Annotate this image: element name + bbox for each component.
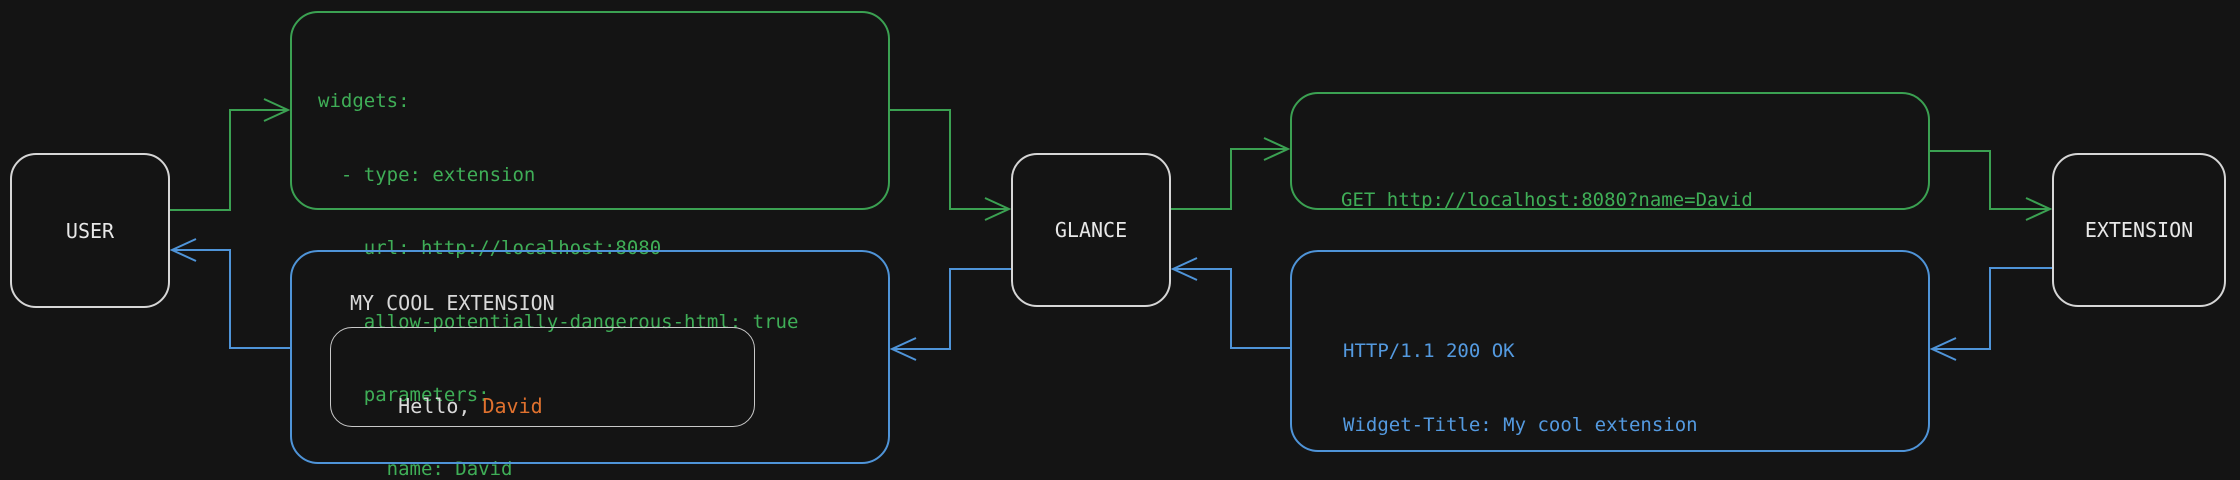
code-line: HTTP/1.1 200 OK xyxy=(1343,340,1515,362)
node-user: USER xyxy=(10,153,170,308)
http-response-text: HTTP/1.1 200 OK Widget-Title: My cool ex… xyxy=(1343,290,1881,480)
widget-greeting: Hello, David xyxy=(350,367,543,445)
arrow-glance-to-widget xyxy=(889,268,1011,361)
code-line: url: http://localhost:8080 xyxy=(318,237,662,259)
node-extension-label: EXTENSION xyxy=(2084,218,2194,242)
http-response-box xyxy=(1290,250,1930,452)
greeting-name: David xyxy=(482,394,543,418)
node-glance: GLANCE xyxy=(1011,153,1171,307)
code-line: - type: extension xyxy=(318,163,536,186)
arrow-glance-to-request xyxy=(1171,137,1291,210)
node-user-label: USER xyxy=(65,218,115,243)
config-yaml-code: widgets: - type: extension url: http://l… xyxy=(318,40,798,480)
greeting-prefix: Hello, xyxy=(398,394,483,418)
node-extension: EXTENSION xyxy=(2052,153,2226,307)
arrow-request-to-extension xyxy=(1930,150,2053,221)
node-glance-label: GLANCE xyxy=(1054,218,1128,242)
arrow-config-to-glance xyxy=(890,109,1012,221)
http-request-text: GET http://localhost:8080?name=David xyxy=(1341,139,1753,262)
code-line: widgets: xyxy=(318,90,410,112)
widget-title: MY COOL EXTENSION xyxy=(350,291,555,315)
arrow-response-to-glance xyxy=(1170,257,1290,349)
widget-content-box xyxy=(330,327,755,427)
arrow-widget-to-user xyxy=(169,238,290,349)
arrow-user-to-config xyxy=(170,98,291,211)
code-line: GET http://localhost:8080?name=David xyxy=(1341,189,1753,211)
code-line: Widget-Title: My cool extension xyxy=(1343,413,1698,436)
code-line: parameters: xyxy=(318,384,490,406)
rendered-widget-box xyxy=(290,250,890,464)
arrow-extension-to-response xyxy=(1929,267,2052,361)
http-request-box xyxy=(1290,92,1930,210)
config-yaml-box xyxy=(290,11,890,210)
